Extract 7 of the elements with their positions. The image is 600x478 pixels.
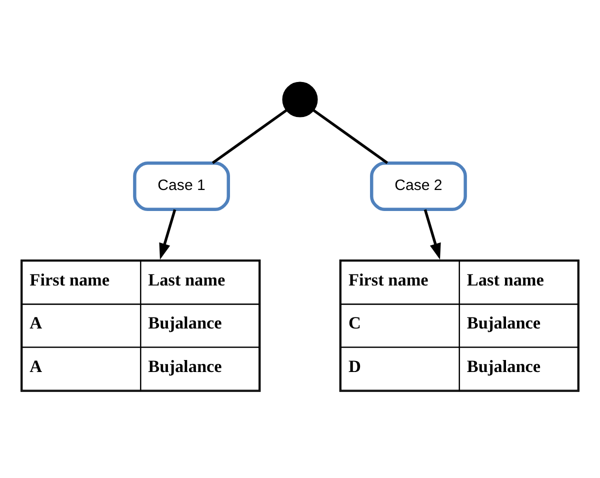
connector bbox=[312, 109, 388, 164]
node-box: Case 2 bbox=[370, 161, 467, 211]
arrow bbox=[159, 209, 176, 260]
arrow bbox=[424, 209, 441, 260]
node-circle bbox=[282, 82, 318, 118]
connector bbox=[212, 109, 288, 164]
node-box: Case 1 bbox=[133, 161, 230, 211]
